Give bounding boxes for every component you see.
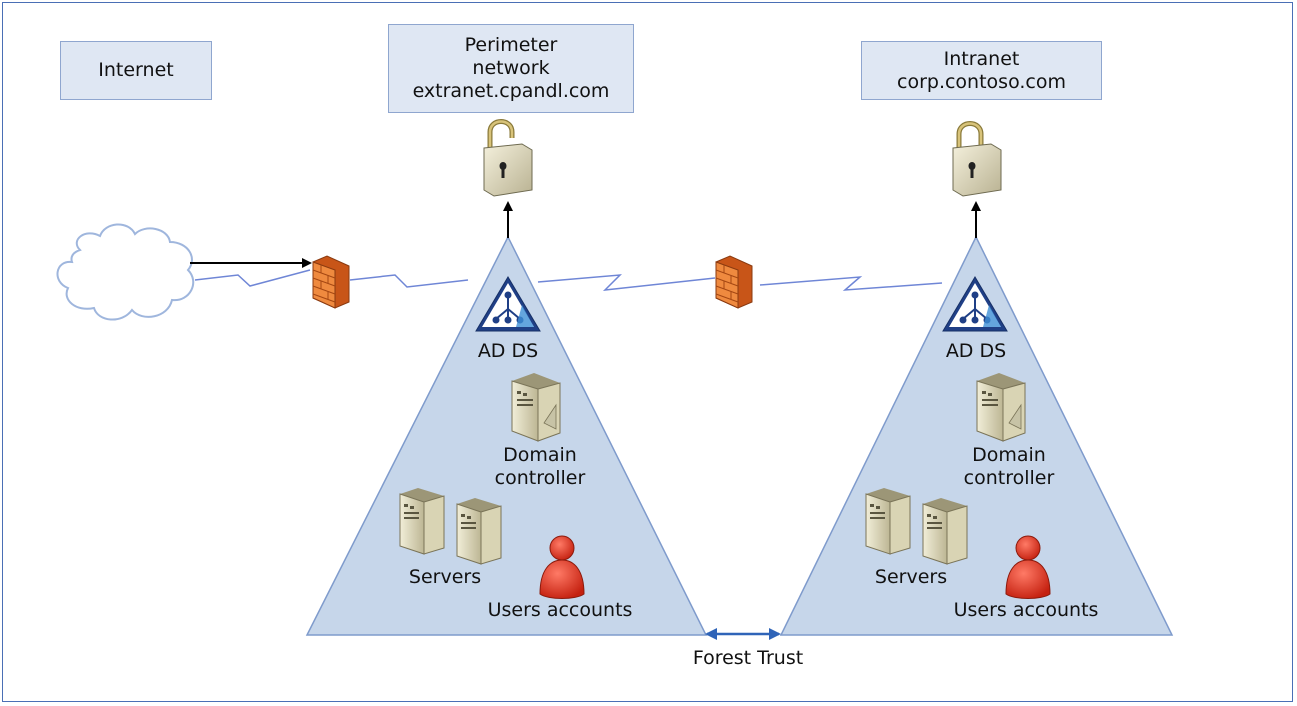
left-dc-label: Domain controller <box>470 444 610 490</box>
intranet-zone-line1: Intranet <box>943 47 1020 70</box>
right-dc-label-line2: controller <box>963 467 1055 489</box>
server-icon <box>922 498 968 565</box>
cloud-icon <box>56 223 195 321</box>
user-icon <box>539 535 585 599</box>
domain-controller-icon <box>511 373 561 442</box>
right-servers-label: Servers <box>874 566 948 588</box>
internet-zone-label: Internet <box>98 59 174 81</box>
intranet-zone-box: Intranet corp.contoso.com <box>861 41 1102 100</box>
forest-trust-label: Forest Trust <box>692 647 804 669</box>
padlock-icon <box>952 121 1002 197</box>
user-icon <box>1005 535 1051 599</box>
right-adds-label: AD DS <box>945 340 1007 362</box>
server-icon <box>456 498 502 565</box>
right-dc-label-line1: Domain <box>972 444 1046 466</box>
ad-ds-icon <box>475 276 541 332</box>
firewall-icon <box>715 255 753 309</box>
left-adds-label: AD DS <box>477 340 539 362</box>
firewall-icon <box>312 255 350 309</box>
network-links <box>194 269 943 291</box>
left-users-label: Users accounts <box>487 599 633 621</box>
perimeter-zone-box: Perimeter network extranet.cpandl.com <box>388 24 634 113</box>
intranet-zone-domain: corp.contoso.com <box>897 70 1066 93</box>
domain-controller-icon <box>976 373 1026 442</box>
internet-zone-box: Internet <box>60 41 212 100</box>
perimeter-zone-line2: network <box>472 57 550 79</box>
left-dc-label-line1: Domain <box>503 444 577 466</box>
left-servers-label: Servers <box>408 566 482 588</box>
ad-ds-icon <box>942 276 1008 332</box>
right-users-label: Users accounts <box>953 599 1099 621</box>
perimeter-zone-line1: Perimeter <box>464 34 558 56</box>
left-dc-label-line2: controller <box>494 467 586 489</box>
server-icon <box>399 488 445 555</box>
right-dc-label: Domain controller <box>939 444 1079 490</box>
perimeter-zone-domain: extranet.cpandl.com <box>412 80 610 102</box>
server-icon <box>865 488 911 555</box>
padlock-icon <box>483 119 533 197</box>
